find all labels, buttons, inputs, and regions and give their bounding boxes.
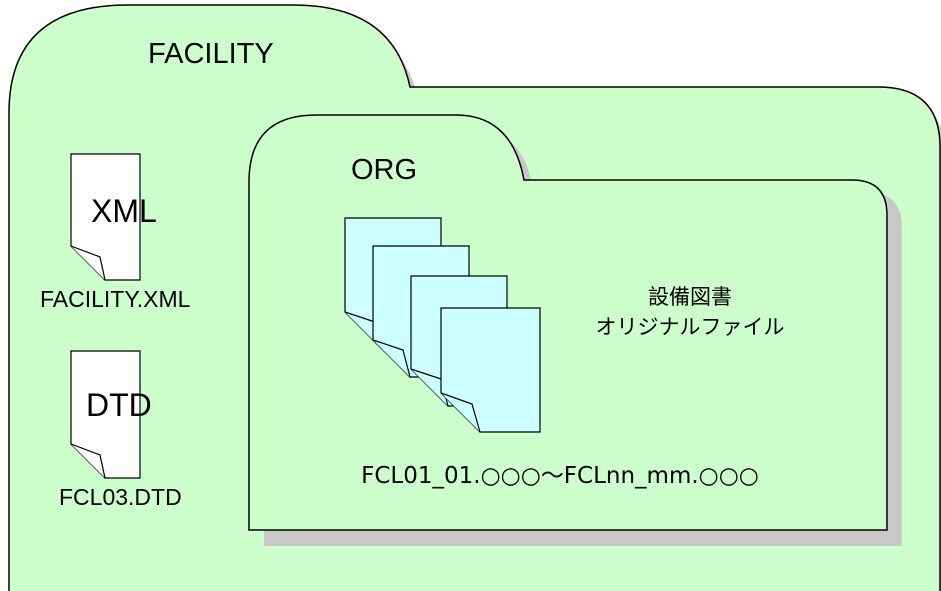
org-description-line: 設備図書	[648, 285, 732, 309]
stacked-original-files	[344, 217, 541, 433]
dtd-document-icon	[70, 350, 141, 479]
xml-document-icon	[70, 153, 141, 281]
facility-folder-title: FACILITY	[148, 38, 274, 70]
org-folder-title: ORG	[351, 154, 418, 186]
org-description: 設備図書 オリジナルファイル	[580, 282, 800, 342]
dtd-document-label: DTD	[86, 387, 152, 423]
xml-filename: FACILITY.XML	[40, 286, 191, 312]
dtd-filename: FCL03.DTD	[59, 484, 182, 510]
org-description-line: オリジナルファイル	[595, 315, 785, 339]
original-file-icon	[440, 307, 541, 433]
file-range-label: FCL01_01.○○○〜FCLnn_mm.○○○	[361, 463, 759, 489]
xml-document-label: XML	[91, 193, 157, 229]
